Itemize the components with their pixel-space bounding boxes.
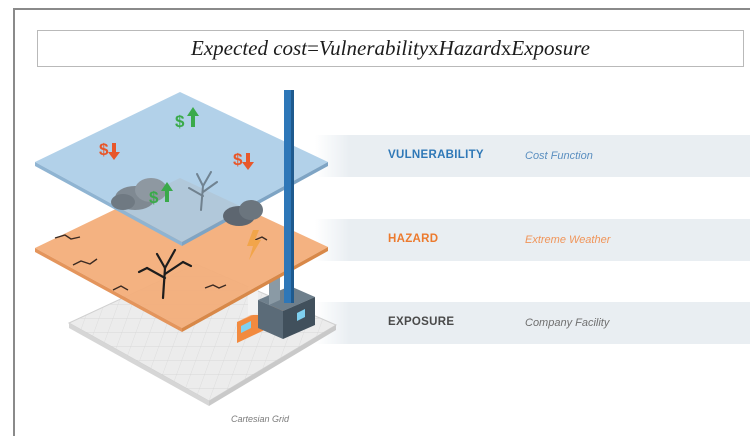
- hazard-sub: Extreme Weather: [525, 234, 611, 246]
- svg-text:$: $: [175, 112, 185, 131]
- cost-up-icon: $: [175, 107, 199, 131]
- cost-up-icon-2: $: [149, 182, 173, 207]
- formula-op-1: x: [428, 36, 439, 60]
- hazard-label: HAZARD: [388, 233, 439, 245]
- cost-down-icon: $: [99, 140, 120, 160]
- formula-box: Expected cost = Vulnerability x Hazard x…: [37, 30, 744, 67]
- formula-equals: =: [307, 36, 319, 60]
- exposure-sub: Company Facility: [525, 317, 610, 329]
- formula-term-vulnerability: Vulnerability: [318, 36, 429, 60]
- svg-text:$: $: [149, 188, 159, 207]
- dead-tree-icon: [137, 248, 193, 300]
- storm-cloud-icon: [111, 178, 263, 226]
- formula-op-2: x: [500, 36, 512, 60]
- diagram-frame: Expected cost = Vulnerability x Hazard x…: [13, 8, 750, 436]
- dead-tree-faded-icon: [188, 171, 218, 211]
- vulnerability-band: [315, 135, 750, 177]
- vulnerability-plane: [35, 92, 328, 242]
- hazard-band: [315, 219, 750, 261]
- location-pole: [284, 90, 294, 303]
- formula-term-hazard: Hazard: [438, 36, 501, 60]
- formula-lhs: Expected cost: [191, 36, 308, 60]
- cost-down-icon-2: $: [233, 150, 254, 170]
- exposure-label: EXPOSURE: [388, 316, 455, 328]
- vulnerability-sub: Cost Function: [525, 150, 593, 162]
- layer-illustration: $ $ $ $: [35, 90, 338, 406]
- svg-text:$: $: [233, 150, 243, 169]
- formula-term-exposure: Exposure: [511, 36, 590, 60]
- factory-icon: [237, 277, 315, 343]
- vulnerability-label: VULNERABILITY: [388, 149, 484, 161]
- svg-text:$: $: [99, 140, 109, 159]
- lightning-icon: [247, 230, 261, 260]
- ground-cracks-icon: [54, 234, 268, 291]
- exposure-band: [315, 302, 750, 344]
- grid-caption: Cartesian Grid: [231, 414, 290, 424]
